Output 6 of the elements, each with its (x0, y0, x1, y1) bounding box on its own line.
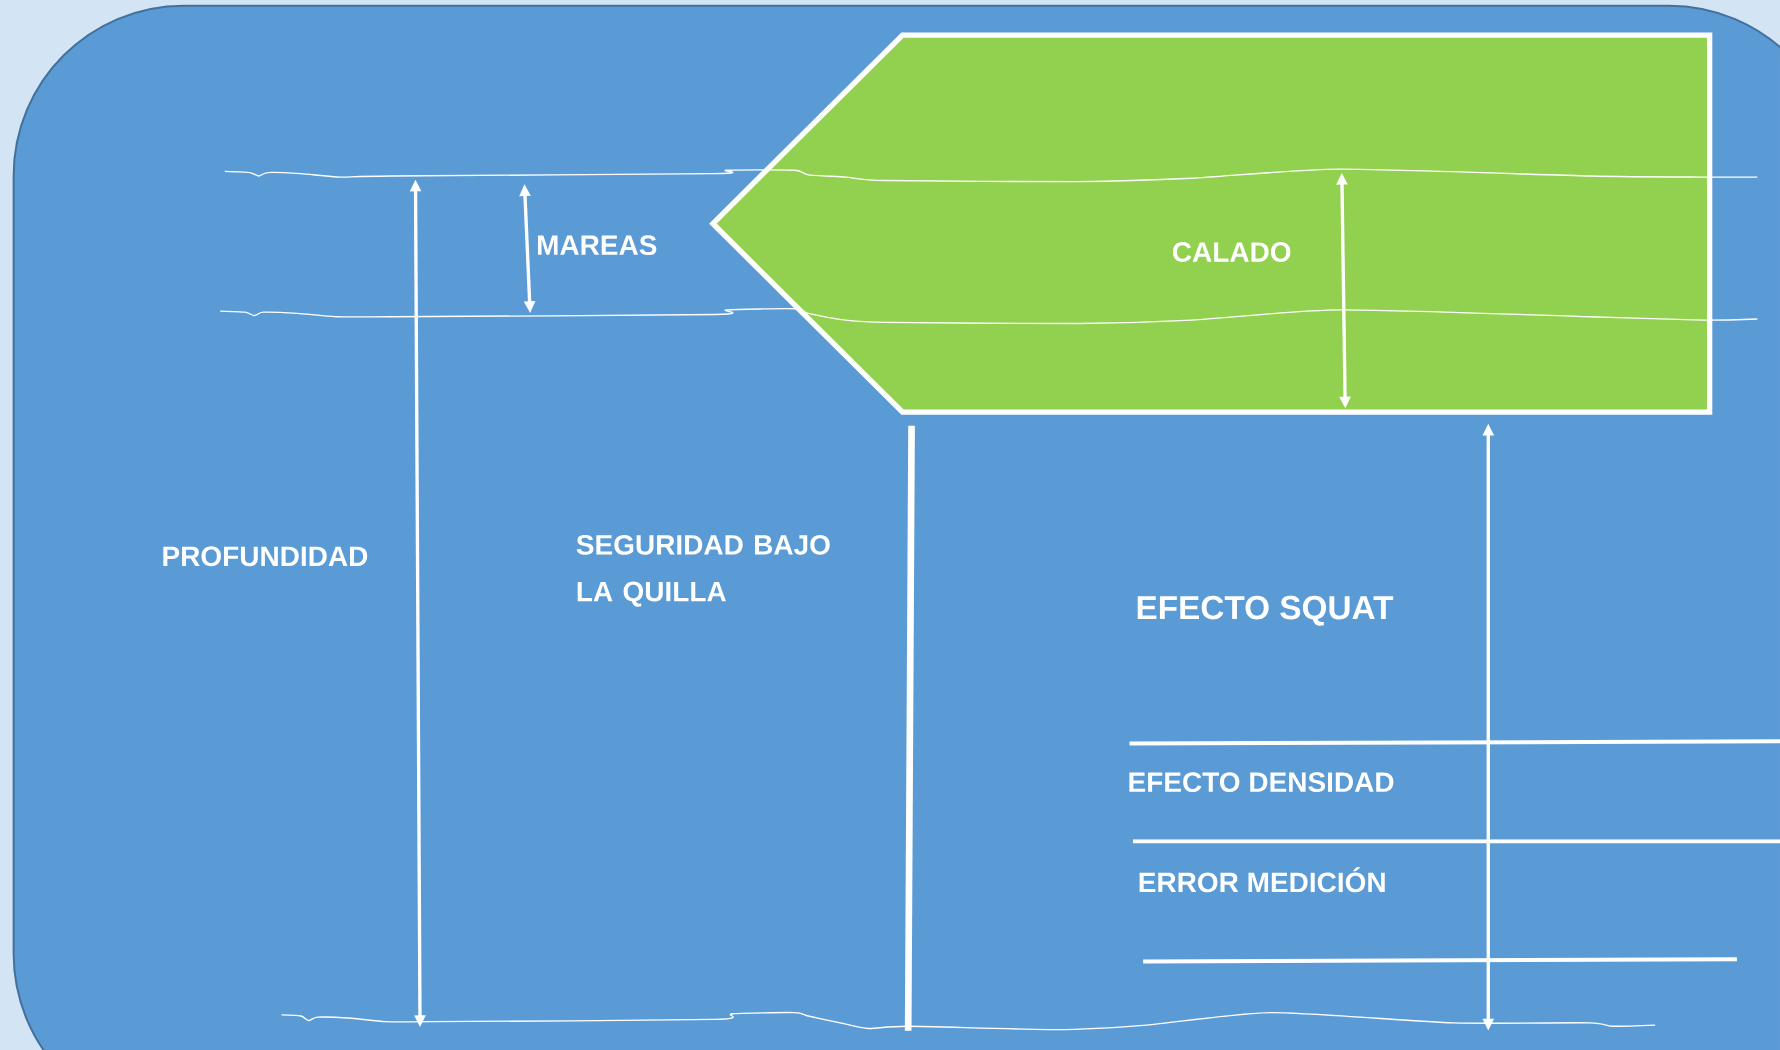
dimension-label: EFECTO DENSIDAD (1129, 772, 1394, 793)
dimension-label: ERROR MEDICIÓN (1139, 867, 1385, 893)
dimension-label: PROFUNDIDAD (163, 546, 368, 567)
dimension-label: SEGURIDAD BAJO LA QUILLA (576, 534, 830, 607)
dimension-label: MAREAS (537, 235, 657, 256)
dimension-label: EFECTO SQUAT (1137, 595, 1394, 626)
